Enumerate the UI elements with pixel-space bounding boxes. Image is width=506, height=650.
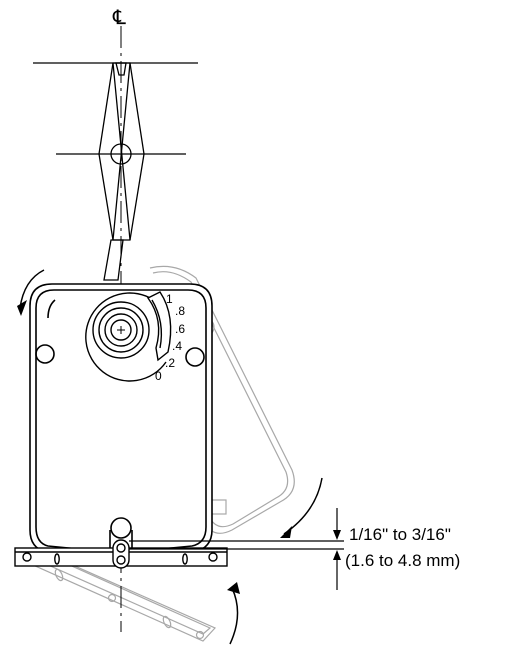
scale-label-0: 0 xyxy=(155,369,162,383)
dimension-lines xyxy=(129,508,344,590)
centerline-symbol: ℄ xyxy=(112,7,126,29)
rotation-arrowheads xyxy=(17,300,292,594)
scale-label-1: 1 xyxy=(166,292,173,306)
scale-label-06: .6 xyxy=(175,322,185,336)
position-scale-labels: 1 .8 .6 .4 .2 0 xyxy=(155,292,185,383)
position-scale-arc xyxy=(146,291,172,362)
damper-blade xyxy=(33,62,198,281)
hub-center-cross xyxy=(117,326,125,334)
dimension-text-imperial: 1/16" to 3/16" xyxy=(349,525,451,544)
scale-label-08: .8 xyxy=(175,304,185,318)
scale-label-02: .2 xyxy=(165,356,175,370)
scale-label-04: .4 xyxy=(172,339,182,353)
bracket-slot xyxy=(112,539,130,569)
dimension-text-metric: (1.6 to 4.8 mm) xyxy=(345,551,460,570)
dimension-arrowheads xyxy=(333,530,341,560)
